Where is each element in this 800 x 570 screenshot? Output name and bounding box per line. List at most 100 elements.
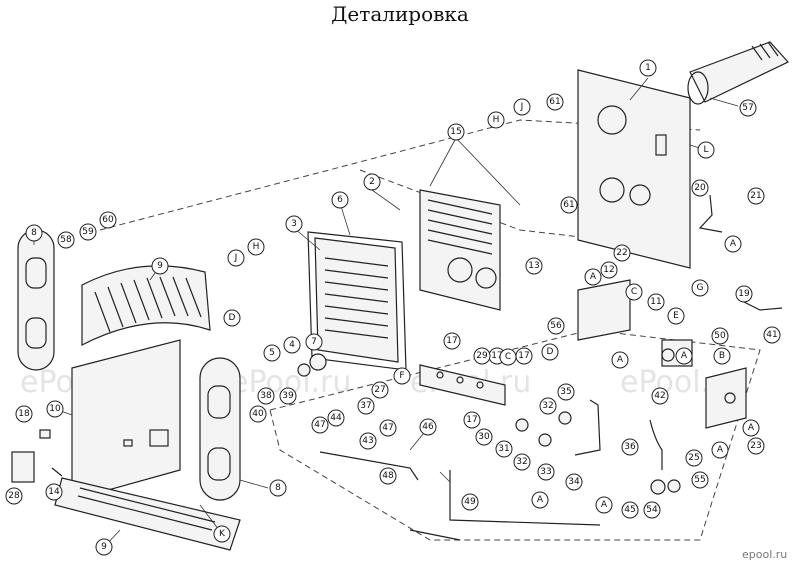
svg-text:12: 12 [603, 265, 614, 275]
svg-text:9: 9 [157, 261, 163, 271]
svg-text:22: 22 [616, 248, 627, 258]
callout-33: 33 [537, 463, 555, 481]
svg-text:5: 5 [269, 348, 275, 358]
callout-7: 7 [305, 333, 323, 351]
callout-47-b: 47 [379, 419, 397, 437]
svg-text:8: 8 [31, 228, 37, 238]
callout-36: 36 [621, 438, 639, 456]
callout-F: F [393, 367, 411, 385]
callout-1: 1 [639, 59, 657, 77]
svg-text:47: 47 [382, 423, 393, 433]
svg-text:35: 35 [560, 387, 571, 397]
callout-32-a: 32 [539, 397, 557, 415]
callout-J: J [227, 249, 245, 267]
svg-text:21: 21 [750, 191, 761, 201]
svg-text:57: 57 [742, 103, 753, 113]
callout-59: 59 [79, 223, 97, 241]
svg-text:41: 41 [766, 330, 777, 340]
svg-text:25: 25 [688, 453, 699, 463]
svg-text:42: 42 [654, 391, 665, 401]
svg-text:46: 46 [422, 422, 434, 432]
callout-2: 2 [363, 173, 381, 191]
callout-J: J [513, 98, 531, 116]
svg-text:C: C [505, 352, 511, 362]
svg-text:30: 30 [478, 432, 490, 442]
small-parts [11, 429, 63, 483]
callout-15: 15 [447, 123, 465, 141]
callout-61-b: 61 [560, 196, 578, 214]
svg-text:10: 10 [49, 404, 61, 414]
svg-text:3: 3 [291, 219, 297, 229]
svg-text:J: J [520, 102, 524, 112]
svg-text:A: A [748, 423, 755, 433]
svg-text:17: 17 [466, 415, 477, 425]
callout-C: C [499, 348, 517, 366]
callout-47-a: 47 [311, 416, 329, 434]
svg-text:44: 44 [330, 413, 342, 423]
svg-text:D: D [547, 347, 554, 357]
page-title: Деталировка [331, 2, 469, 26]
svg-text:17: 17 [491, 351, 502, 361]
callout-46: 46 [419, 418, 437, 436]
callout-14: 14 [45, 483, 63, 501]
svg-text:40: 40 [252, 409, 264, 419]
callout-30: 30 [475, 428, 493, 446]
callout-A: A [711, 441, 729, 459]
callout-45: 45 [621, 501, 639, 519]
left-side-panel [17, 229, 55, 371]
callout-K: K [213, 525, 231, 543]
svg-text:1: 1 [645, 63, 651, 73]
brand-mark: epool.ru [742, 548, 787, 561]
svg-text:J: J [234, 253, 238, 263]
svg-text:49: 49 [464, 497, 476, 507]
callout-29: 29 [473, 347, 491, 365]
svg-text:A: A [601, 500, 608, 510]
callout-39: 39 [279, 387, 297, 405]
callout-G: G [691, 279, 709, 297]
svg-text:14: 14 [48, 487, 60, 497]
callout-5: 5 [263, 344, 281, 362]
svg-text:15: 15 [450, 127, 461, 137]
svg-text:32: 32 [542, 401, 553, 411]
callout-H: H [487, 111, 505, 129]
callout-9-bottom: 9 [95, 538, 113, 556]
callout-37: 37 [357, 397, 375, 415]
callout-A: A [595, 496, 613, 514]
control-box [705, 367, 747, 429]
svg-text:A: A [730, 239, 737, 249]
callout-54: 54 [643, 501, 661, 519]
svg-text:28: 28 [8, 491, 20, 501]
svg-text:E: E [673, 311, 679, 321]
callout-A: A [724, 235, 742, 253]
callout-17-a: 17 [443, 332, 461, 350]
callout-8-right: 8 [269, 479, 287, 497]
svg-text:C: C [631, 287, 637, 297]
svg-text:20: 20 [694, 183, 706, 193]
svg-text:17: 17 [446, 336, 457, 346]
callout-19: 19 [735, 285, 753, 303]
callout-61-a: 61 [546, 93, 564, 111]
callout-57: 57 [739, 99, 757, 117]
callout-60: 60 [99, 211, 117, 229]
callout-55: 55 [691, 471, 709, 489]
mounting-bracket [577, 279, 631, 341]
callout-27: 27 [371, 381, 389, 399]
svg-text:23: 23 [750, 441, 761, 451]
callout-23: 23 [747, 437, 765, 455]
svg-text:61: 61 [563, 200, 574, 210]
svg-text:32: 32 [516, 457, 527, 467]
svg-text:47: 47 [314, 420, 325, 430]
svg-text:9: 9 [101, 542, 107, 552]
svg-text:59: 59 [82, 227, 94, 237]
svg-text:39: 39 [282, 391, 294, 401]
callout-21: 21 [747, 187, 765, 205]
svg-text:A: A [617, 355, 624, 365]
callout-D: D [541, 343, 559, 361]
callout-A: A [584, 268, 602, 286]
svg-text:B: B [719, 351, 725, 361]
svg-text:55: 55 [694, 475, 705, 485]
callout-10: 10 [46, 400, 64, 418]
svg-text:G: G [697, 283, 704, 293]
callout-35: 35 [557, 383, 575, 401]
